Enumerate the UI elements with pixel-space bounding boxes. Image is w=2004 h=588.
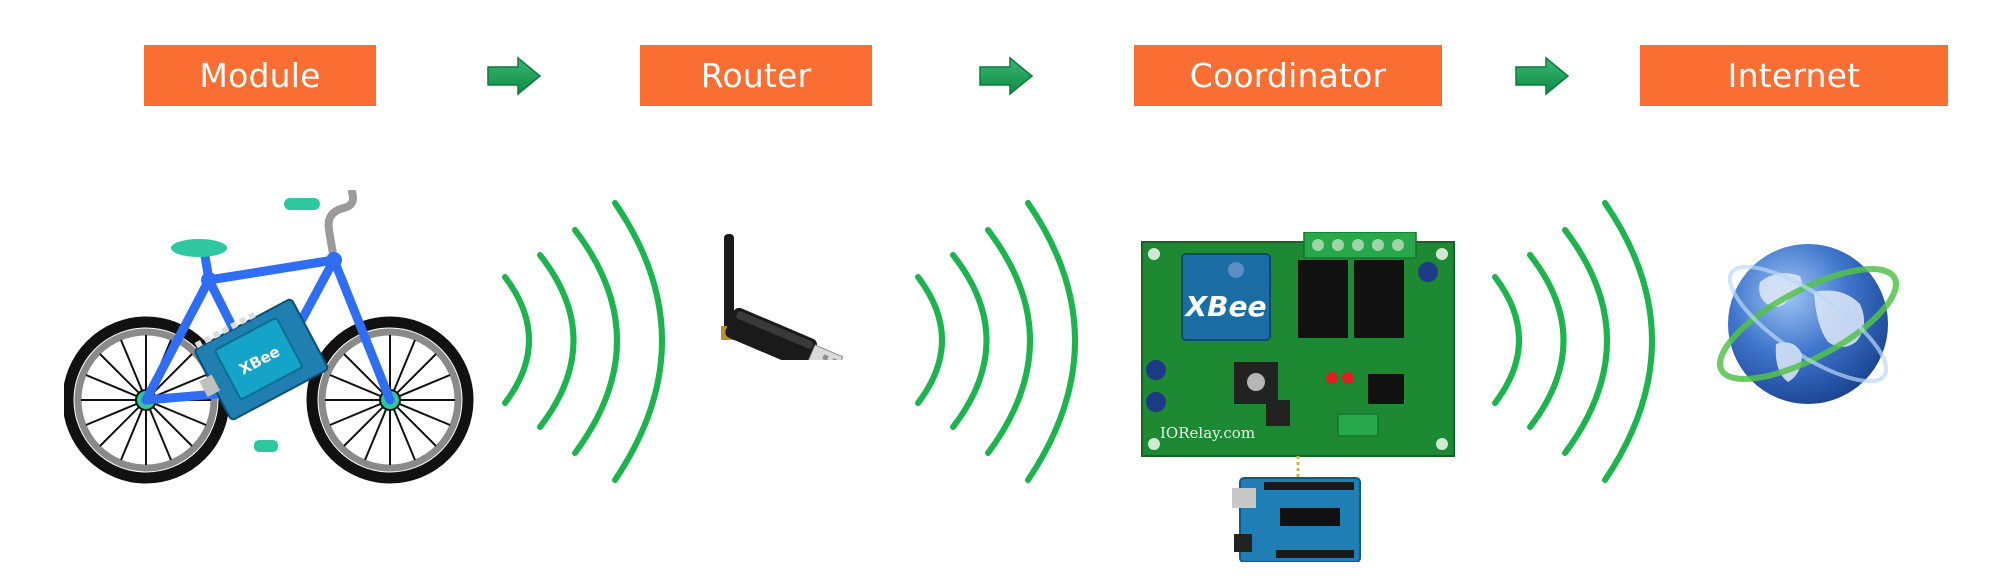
wireless-signal-waves-icon (1492, 200, 1655, 483)
wireless-signal-waves-icon (915, 200, 1078, 483)
right-arrow-icon (1515, 56, 1570, 96)
arduino-xbee-module: XBee (194, 298, 329, 421)
router-label: Router (700, 56, 812, 95)
coordinator-label: Coordinator (1189, 56, 1387, 95)
globe-icon (1717, 244, 1899, 404)
coordinator-label-box: Coordinator (1134, 45, 1442, 106)
right-arrow-icon (487, 56, 542, 96)
internet-label: Internet (1727, 56, 1861, 95)
internet-label-box: Internet (1640, 45, 1948, 106)
usb-router-dongle-image (721, 234, 844, 360)
right-arrow-icon (979, 56, 1034, 96)
bicycle-module-image: XBee (64, 190, 474, 484)
board-logo-text: IORelay.com (1160, 424, 1255, 442)
wireless-signal-waves-icon (502, 200, 665, 483)
xbee-chip-label: XBee (1184, 290, 1267, 323)
module-label-box: Module (144, 45, 376, 106)
module-label: Module (199, 56, 321, 95)
coordinator-relay-board-image: XBee IORelay.com (1141, 232, 1455, 562)
arduino-board (1232, 477, 1361, 562)
router-label-box: Router (640, 45, 872, 106)
